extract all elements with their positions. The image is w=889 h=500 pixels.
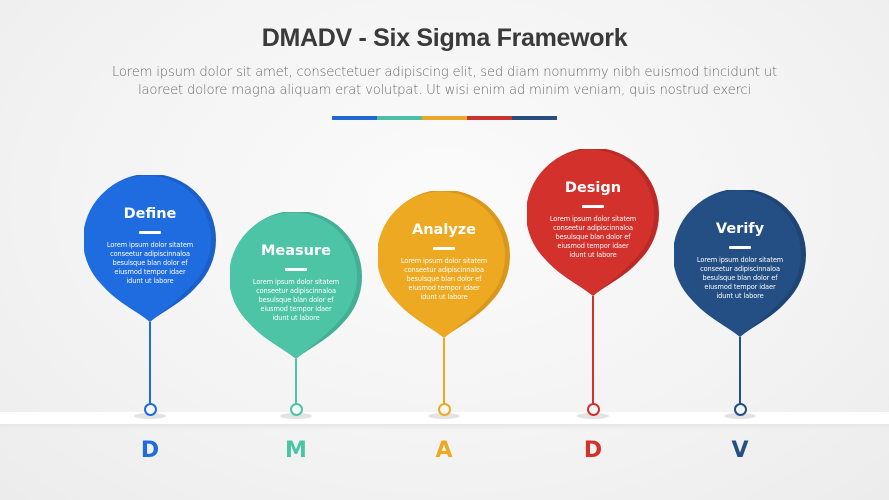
- marker-shadow: [724, 413, 756, 419]
- description-line: idunt ut labore: [569, 251, 617, 260]
- marker-shadow: [577, 413, 609, 419]
- marker-ring: [586, 403, 600, 416]
- marker-ring: [143, 403, 157, 416]
- marker-shadow: [428, 413, 460, 419]
- step-title: Verify: [715, 221, 765, 237]
- page-title: DMADV - Six Sigma Framework: [261, 24, 628, 52]
- description-line: Lorem ipsum dolor sitatem: [400, 257, 488, 265]
- description-line: idunt ut labore: [420, 293, 468, 302]
- subtitle-line-2: laoreet dolore magna aliquam erat volutp…: [138, 83, 751, 98]
- divider-segment: [512, 116, 557, 120]
- step-letter: A: [435, 438, 453, 463]
- connector-line: [295, 359, 297, 404]
- description-line: Lorem ipsum dolor sitatem: [106, 241, 194, 249]
- title-underline: [433, 247, 455, 250]
- description-line: besulsque blan dolor ef: [258, 296, 334, 305]
- description-line: Lorem ipsum dolor sitatem: [549, 215, 637, 223]
- description-line: idunt ut labore: [126, 277, 174, 286]
- description-line: eiusmod tempor idaer: [114, 268, 186, 277]
- baseline-shadow: [0, 424, 889, 430]
- description-line: conseetur adipiscinnaloa: [110, 250, 190, 259]
- description-line: eiusmod tempor idaer: [408, 284, 480, 293]
- description-line: conseetur adipiscinnaloa: [700, 265, 780, 274]
- divider-segment: [332, 116, 377, 120]
- description-line: eiusmod tempor idaer: [704, 283, 776, 292]
- title-underline: [729, 246, 751, 249]
- description-line: conseetur adipiscinnaloa: [404, 266, 484, 275]
- connector-line: [443, 338, 445, 404]
- subtitle-line-1: Lorem ipsum dolor sit amet, consectetuer…: [112, 65, 777, 80]
- description-line: idunt ut labore: [272, 314, 320, 323]
- description-line: conseetur adipiscinnaloa: [256, 287, 336, 296]
- title-underline: [285, 268, 307, 271]
- color-divider-bar: [332, 116, 557, 120]
- title-underline: [582, 205, 604, 208]
- connector-line: [739, 337, 741, 404]
- step-letter: M: [285, 438, 307, 463]
- description-line: Lorem ipsum dolor sitatem: [696, 256, 784, 264]
- description-line: besulsque blan dolor ef: [702, 274, 778, 283]
- description-line: besulsque blan dolor ef: [406, 275, 482, 284]
- description-line: eiusmod tempor idaer: [557, 242, 629, 251]
- page-subtitle: Lorem ipsum dolor sit amet, consectetuer…: [60, 64, 829, 100]
- marker-shadow: [134, 413, 166, 419]
- description-line: eiusmod tempor idaer: [260, 305, 332, 314]
- step-title: Measure: [261, 243, 331, 259]
- step-letter: D: [140, 438, 160, 463]
- marker-ring: [733, 403, 747, 416]
- description-line: besulsque blan dolor ef: [112, 259, 188, 268]
- description-line: conseetur adipiscinnaloa: [553, 224, 633, 233]
- step-title: Design: [564, 180, 622, 196]
- marker-ring: [289, 403, 303, 416]
- connector-line: [592, 296, 594, 404]
- description-line: Lorem ipsum dolor sitatem: [252, 278, 340, 286]
- description-line: idunt ut labore: [716, 292, 764, 301]
- divider-segment: [422, 116, 467, 120]
- step-letter: V: [731, 438, 749, 463]
- marker-shadow: [280, 413, 312, 419]
- step-title: Define: [123, 206, 177, 222]
- divider-segment: [377, 116, 422, 120]
- title-underline: [139, 231, 161, 234]
- marker-ring: [437, 403, 451, 416]
- connector-line: [149, 322, 151, 404]
- step-letter: D: [583, 438, 603, 463]
- step-title: Analyze: [411, 222, 477, 238]
- description-line: besulsque blan dolor ef: [555, 233, 631, 242]
- divider-segment: [467, 116, 512, 120]
